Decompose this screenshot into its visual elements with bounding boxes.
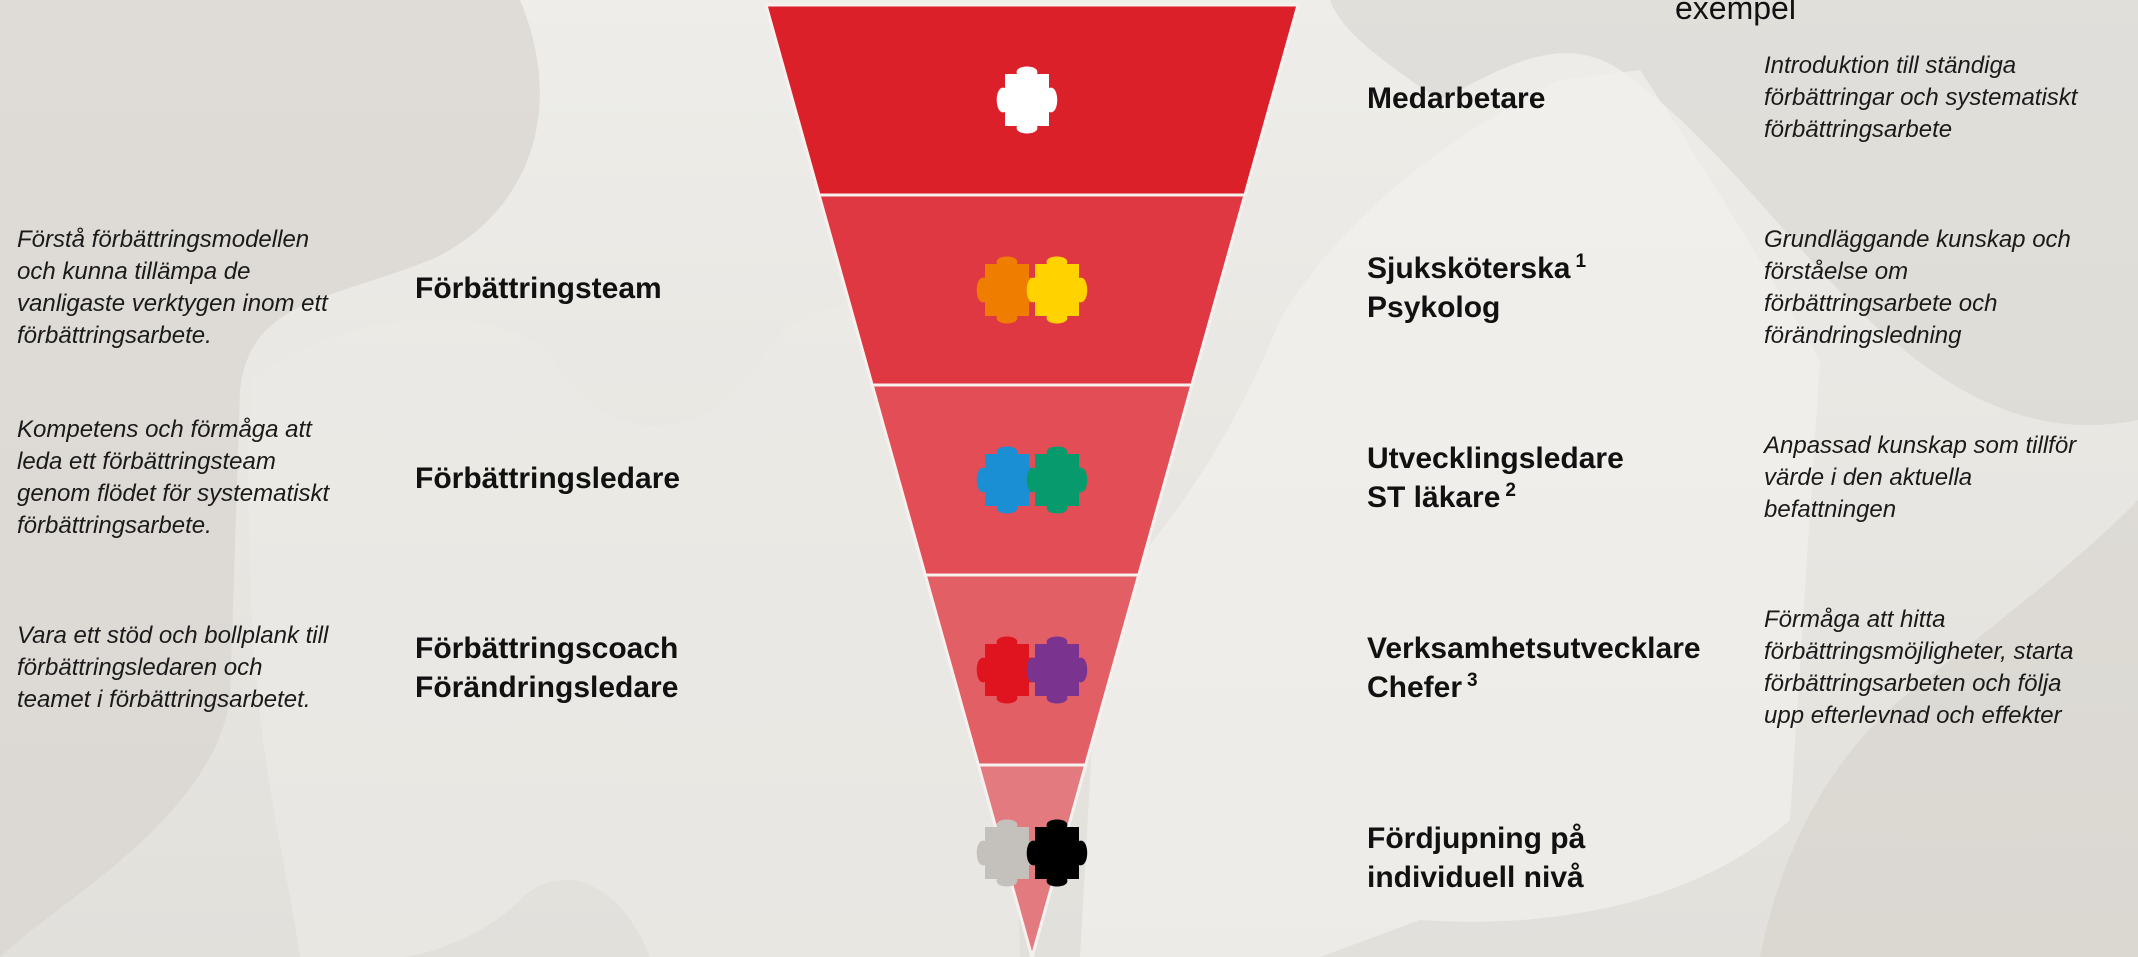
- left-title-line: Förbättringscoach: [415, 632, 679, 665]
- right-role-titles: Medarbetare: [1367, 79, 1545, 118]
- right-level-description: Anpassad kunskap som tillför värde i den …: [1764, 430, 2076, 526]
- left-level-description: Förstå förbättringsmodellen och kunna til…: [17, 224, 328, 352]
- right-role-titles: Fördjupning på individuell nivå: [1367, 819, 1585, 897]
- left-level-title: Förbättringsteam: [415, 269, 662, 308]
- role-name: Fördjupning på: [1367, 822, 1586, 855]
- right-description-line: förbättringsmöjligheter, starta: [1764, 638, 2074, 665]
- left-description-line: förbättringsledaren och: [17, 654, 263, 681]
- role-name: individuell nivå: [1367, 861, 1584, 894]
- left-description-line: teamet i förbättringsarbetet.: [17, 686, 311, 713]
- puzzle-purple-icon: [1026, 636, 1088, 704]
- left-description-line: leda ett förbättringsteam: [17, 448, 276, 475]
- left-level-title: Förbättringsledare: [415, 459, 680, 498]
- role-line: Utvecklingsledare: [1367, 439, 1624, 478]
- puzzle-yellow-icon: [1026, 256, 1088, 324]
- role-name: Medarbetare: [1367, 81, 1546, 115]
- right-description-line: förbättringsarbeten och följa: [1764, 670, 2062, 697]
- footnote-marker: 3: [1467, 670, 1478, 691]
- role-line: individuell nivå: [1367, 858, 1585, 897]
- right-description-line: värde i den aktuella: [1764, 464, 1973, 491]
- role-name: Sjuksköterska: [1367, 252, 1571, 285]
- right-description-line: Introduktion till ständiga: [1764, 52, 2017, 79]
- role-line: Fördjupning på: [1367, 819, 1585, 858]
- role-name: Verksamhetsutvecklare: [1367, 632, 1701, 665]
- right-description-line: Anpassad kunskap som tillför: [1764, 432, 2077, 459]
- right-level-description: Förmåga att hitta förbättringsmöjligheter…: [1764, 604, 2073, 732]
- right-description-line: förbättringar och systematiskt: [1764, 84, 2078, 111]
- left-description-line: Vara ett stöd och bollplank till: [17, 622, 329, 649]
- right-description-line: Förmåga att hitta: [1764, 606, 1946, 633]
- right-description-line: förbättringsarbete: [1764, 116, 1953, 143]
- left-description-line: och kunna tillämpa de: [17, 258, 251, 285]
- footnote-marker: 2: [1505, 480, 1516, 501]
- role-line: Medarbetare: [1367, 79, 1545, 118]
- right-level-description: Grundläggande kunskap och förståelse om fö…: [1764, 224, 2071, 352]
- right-description-line: upp efterlevnad och effekter: [1764, 702, 2062, 729]
- left-description-line: genom flödet för systematiskt: [17, 480, 330, 507]
- left-description-line: Förstå förbättringsmodellen: [17, 226, 310, 253]
- right-description-line: Grundläggande kunskap och: [1764, 226, 2071, 253]
- role-line: Verksamhetsutvecklare: [1367, 629, 1701, 668]
- left-description-line: Kompetens och förmåga att: [17, 416, 312, 443]
- left-description-line: vanligaste verktygen inom ett: [17, 290, 328, 317]
- left-level-description: Vara ett stöd och bollplank till förbättr…: [17, 620, 328, 716]
- puzzle-white-icon: [996, 66, 1058, 134]
- left-description-line: förbättringsarbete.: [17, 322, 212, 349]
- puzzle-black-icon: [1026, 819, 1088, 887]
- role-name: Chefer: [1367, 671, 1463, 704]
- right-description-line: befattningen: [1764, 496, 1897, 523]
- left-level-description: Kompetens och förmåga att leda ett förbät…: [17, 414, 329, 542]
- right-description-line: förändringsledning: [1764, 322, 1962, 349]
- role-name: Psykolog: [1367, 291, 1501, 324]
- right-level-description: Introduktion till ständiga förbättringar …: [1764, 50, 2077, 146]
- role-name: ST läkare: [1367, 481, 1501, 514]
- puzzle-green-icon: [1026, 446, 1088, 514]
- left-title-line: Förändringsledare: [415, 671, 679, 704]
- left-description-line: förbättringsarbete.: [17, 512, 212, 539]
- left-title-line: Förbättringsledare: [415, 461, 681, 495]
- right-description-line: förbättringsarbete och: [1764, 290, 1998, 317]
- role-line: Psykolog: [1367, 288, 1586, 327]
- footnote-marker: 1: [1575, 251, 1587, 272]
- right-description-line: förståelse om: [1764, 258, 1909, 285]
- left-title-line: Förbättringsteam: [415, 271, 662, 305]
- role-name: Utvecklingsledare: [1367, 442, 1624, 475]
- column-header: exempel: [1675, 0, 1796, 26]
